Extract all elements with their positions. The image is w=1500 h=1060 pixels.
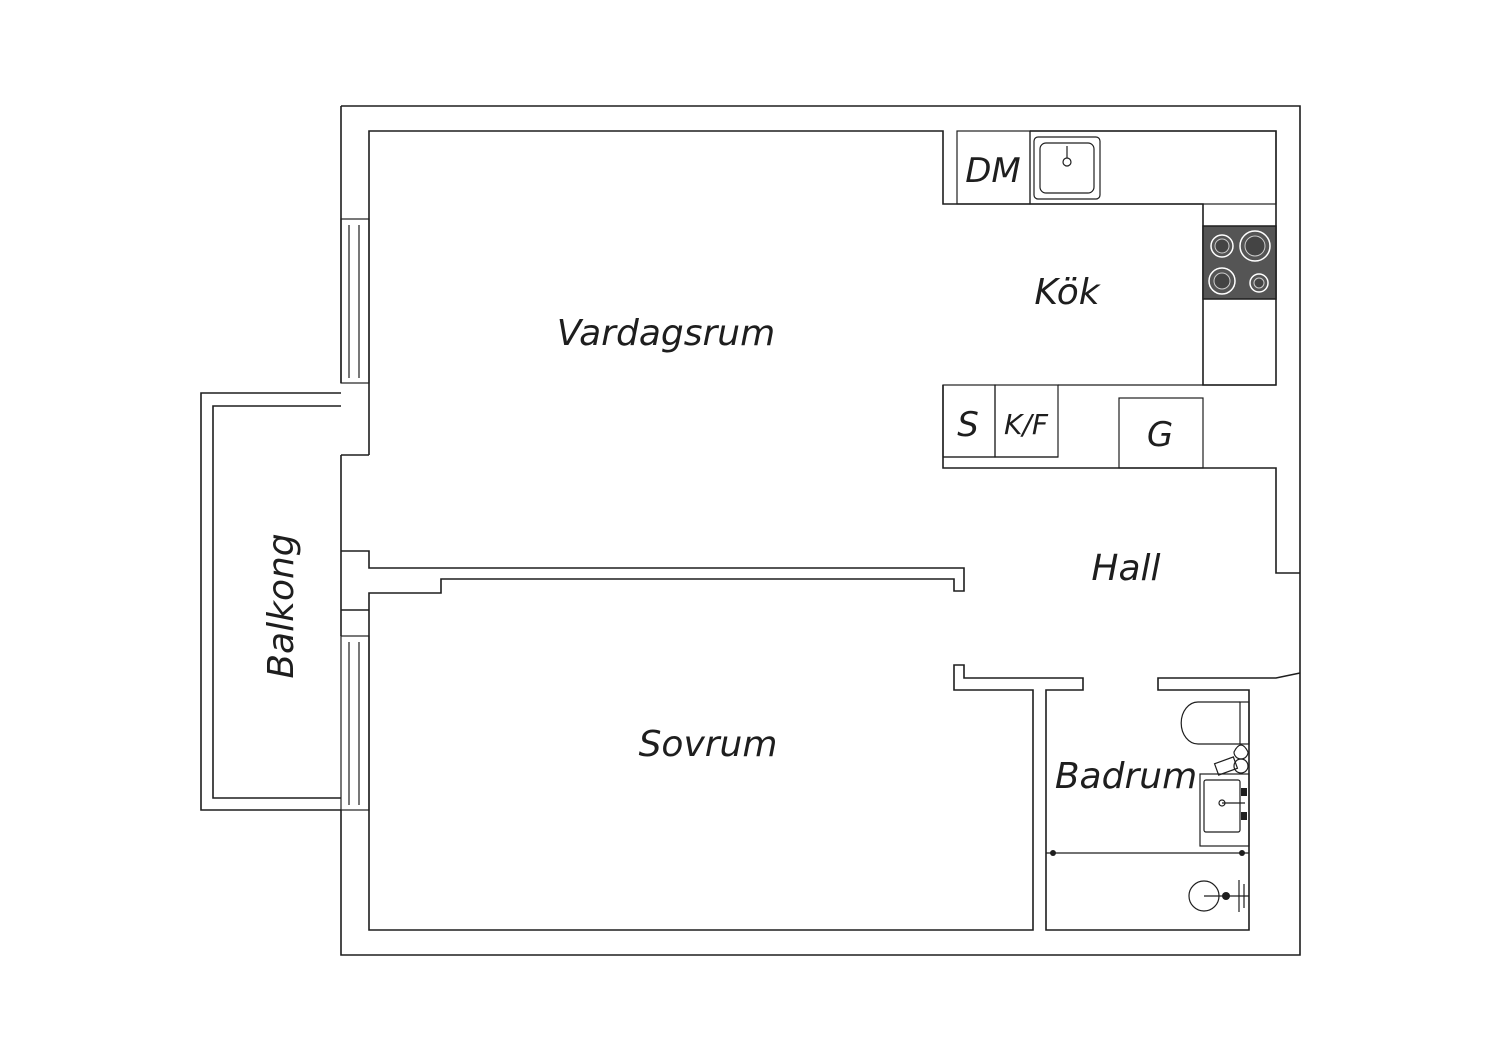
kitchen-upper-counter <box>956 130 1277 205</box>
shower-icon <box>1188 880 1249 912</box>
appliance-label-hall-wardrobe: G <box>1147 415 1173 455</box>
outer-wall <box>340 105 1301 956</box>
sink-icon <box>1033 136 1101 200</box>
exterior-walls <box>340 105 1301 956</box>
toilet-icon <box>1180 701 1250 745</box>
washbasin-icon <box>1199 773 1250 847</box>
appliance-label-dishwasher: DM <box>965 151 1021 191</box>
towel-icon <box>1213 744 1249 776</box>
room-label-hall: Hall <box>1091 548 1160 589</box>
balcony <box>200 392 341 811</box>
appliance-label-fridge-freezer: K/F <box>1004 408 1049 441</box>
room-label-vardagsrum: Vardagsrum <box>557 313 775 354</box>
stove-icon <box>1202 225 1277 300</box>
room-label-sovrum: Sovrum <box>639 724 778 765</box>
kitchen-lower-units <box>942 384 1300 574</box>
inner-wall-line <box>368 130 1277 455</box>
room-label-badrum: Badrum <box>1055 756 1197 797</box>
appliance-label-wardrobe: S <box>957 405 979 445</box>
shower-curtain <box>1046 850 1249 856</box>
living-room-window <box>340 218 370 384</box>
balcony-door-wall <box>341 454 1301 931</box>
room-label-kok: Kök <box>1034 272 1101 313</box>
bedroom-window <box>340 635 370 811</box>
room-label-balkong: Balkong <box>261 533 302 678</box>
